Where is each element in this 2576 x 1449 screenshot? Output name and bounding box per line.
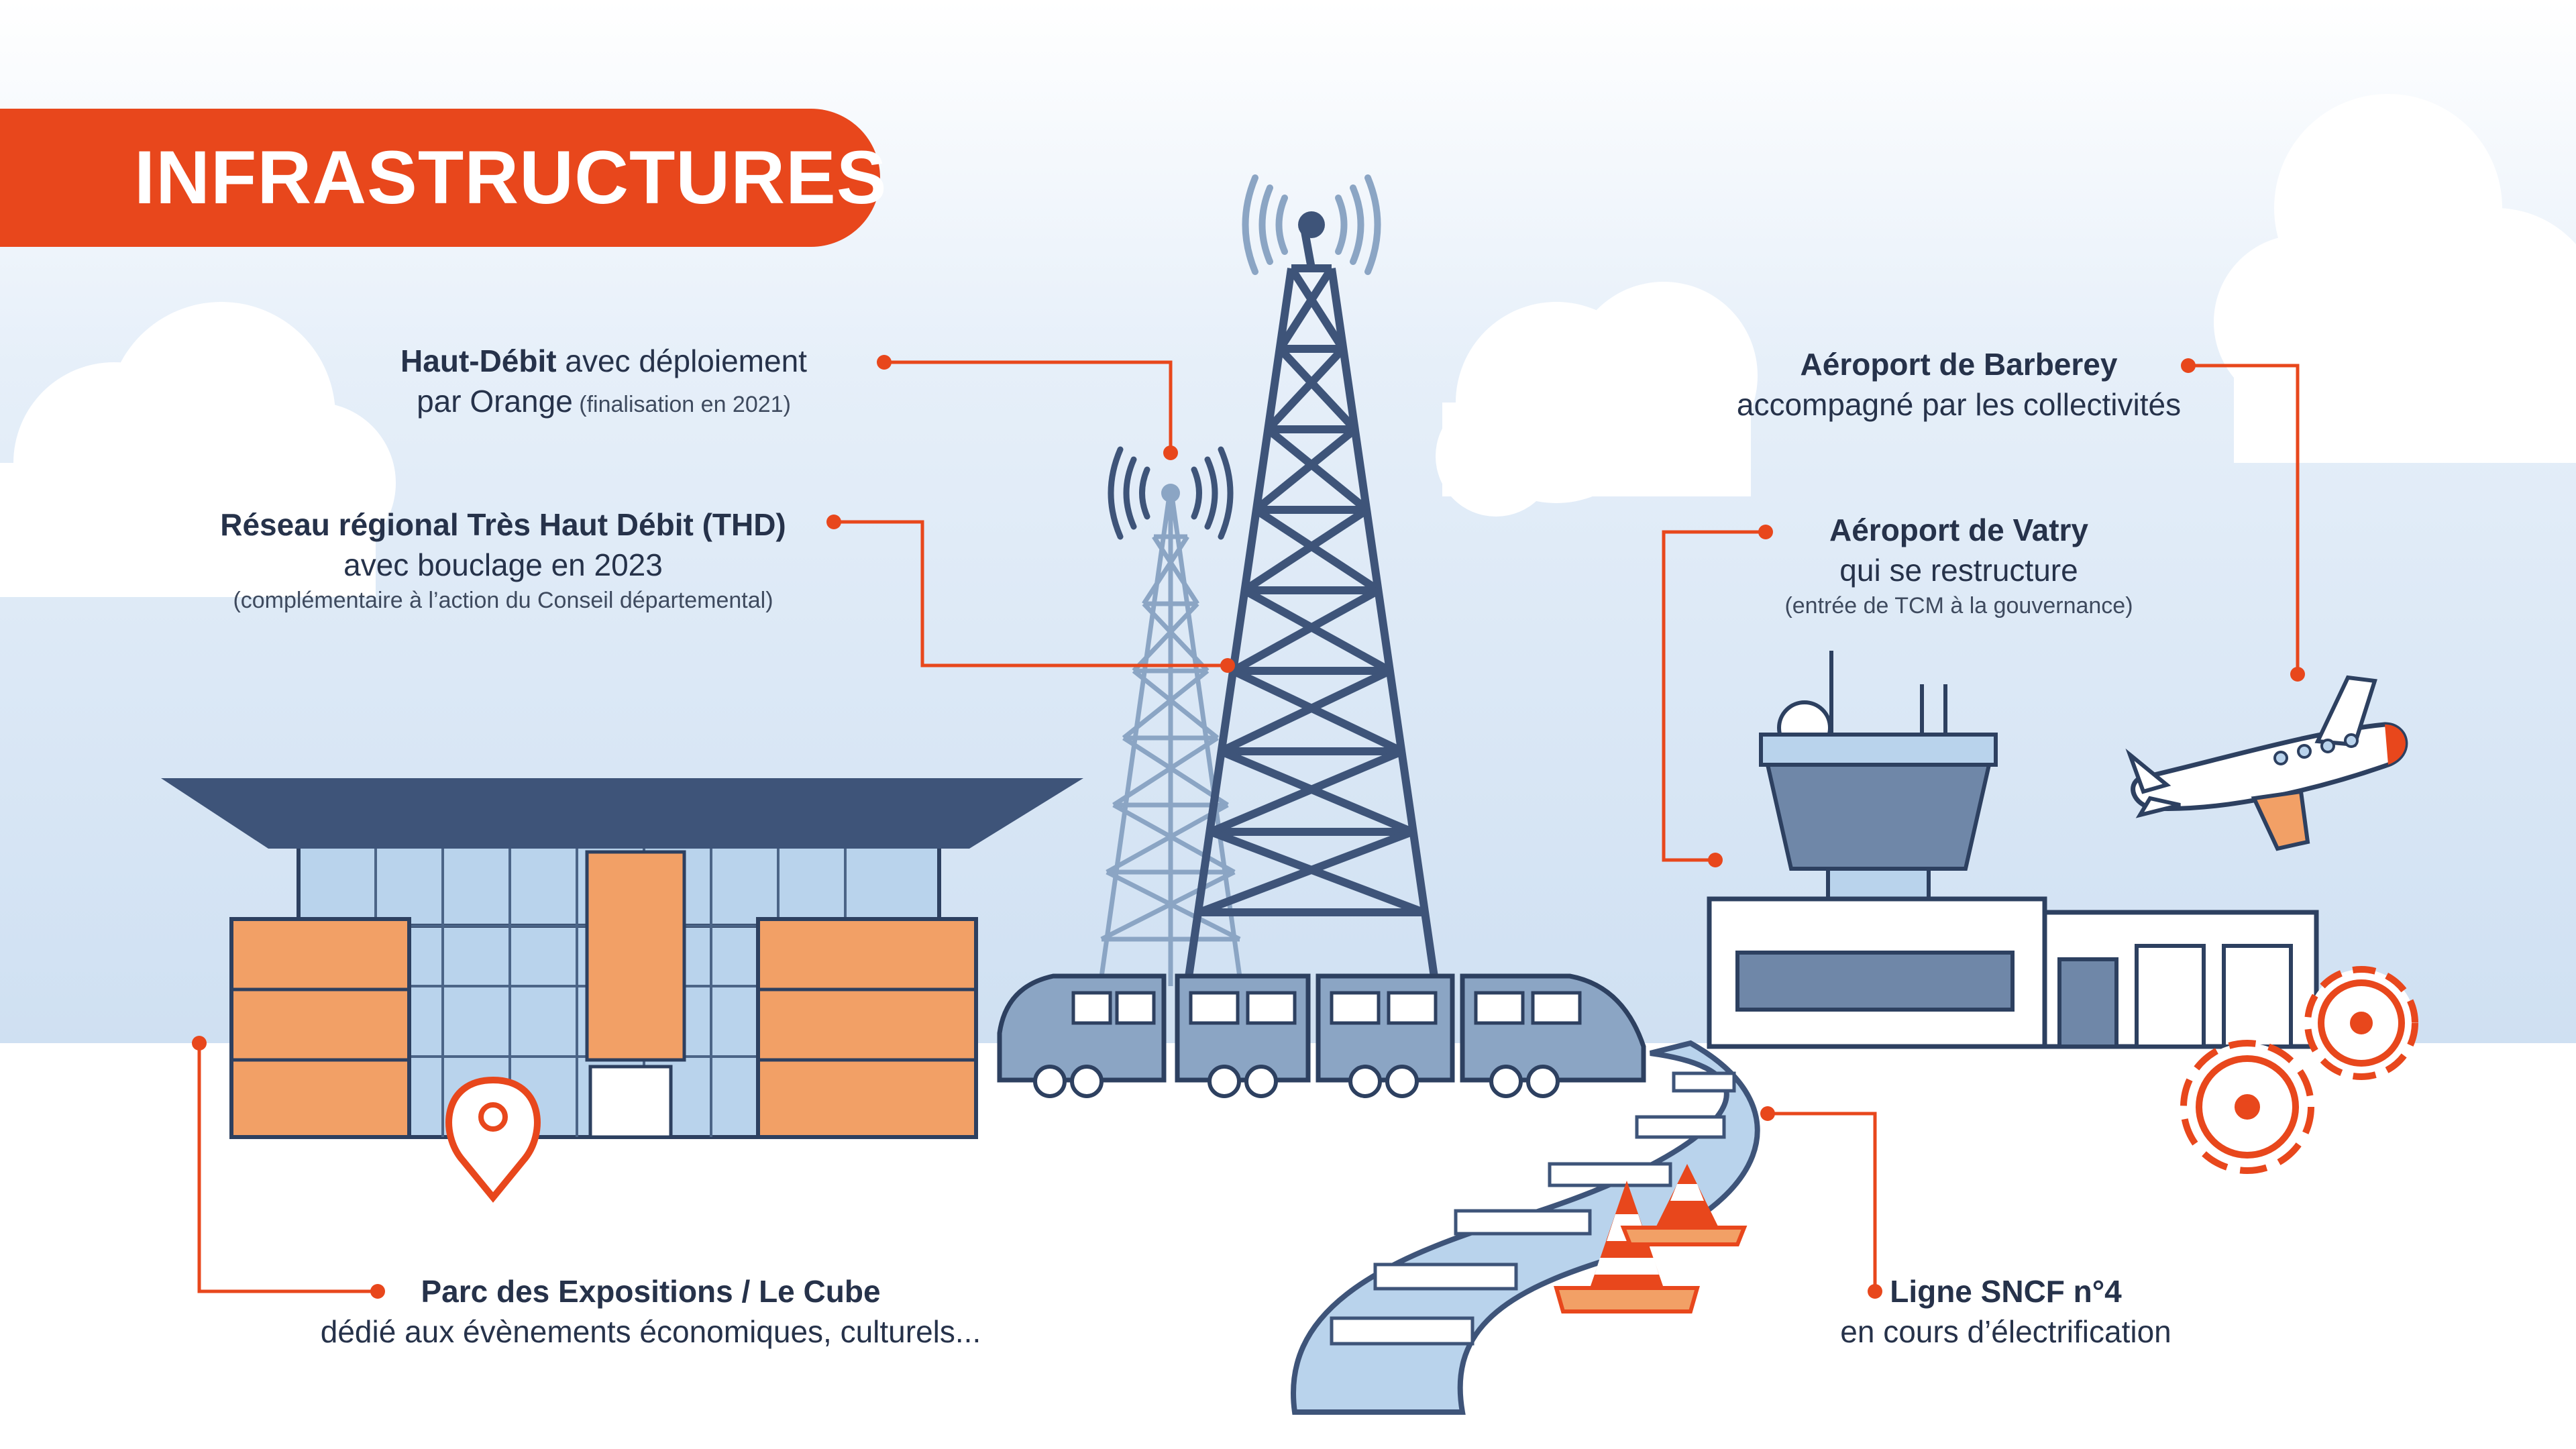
signal-waves-icon (1108, 446, 1234, 540)
antenna-tip (1161, 484, 1180, 502)
title-banner: INFRASTRUCTURES (0, 109, 887, 247)
connector-lines (197, 360, 2300, 1293)
traffic-cone-icon (1620, 1164, 1748, 1246)
signal-waves-icon (1242, 174, 1381, 275)
label-heading: Ligne SNCF n°4 (1890, 1274, 2122, 1309)
airplane-icon (2125, 675, 2408, 851)
label-text: accompagné par les collectivités (1736, 387, 2182, 422)
label-line: par Orange (finalisation en 2021) (362, 381, 845, 425)
antenna-tower-icon (1183, 230, 1440, 987)
label-heading: Parc des Expositions / Le Cube (421, 1274, 881, 1309)
antenna-tower-icon (1097, 486, 1244, 987)
label-text: qui se restructure (1839, 553, 2078, 588)
label-line: Haut-Débit avec déploiement (362, 341, 845, 381)
gear-icon (2180, 1040, 2314, 1174)
railway-track-icon (1291, 1040, 1760, 1415)
page-title: INFRASTRUCTURES (134, 136, 888, 219)
label-note: (complémentaire à l’action du Conseil dé… (233, 588, 773, 613)
label-text: dédié aux évènements économiques, cultur… (320, 1314, 981, 1349)
train-icon (997, 973, 1646, 1098)
airport-terminal (1707, 896, 2319, 1049)
label-note: (entrée de TCM à la gouvernance) (1784, 593, 2133, 619)
label-text: avec déploiement (556, 343, 807, 378)
label-note: (finalisation en 2021) (572, 392, 791, 417)
gear-icon (2304, 966, 2418, 1080)
antenna-tip (1298, 211, 1325, 238)
cloud-icon (1436, 282, 1758, 517)
exhibition-building-icon (161, 778, 1083, 1139)
label-heading: Aéroport de Vatry (1829, 513, 2088, 547)
cloud-icon (0, 302, 396, 597)
label-text: par Orange (417, 384, 573, 419)
connector-dots (192, 355, 2305, 1299)
label-vatry: Aéroport de Vatry qui se restructure (en… (1717, 510, 2200, 621)
label-parc: Parc des Expositions / Le Cube dédié aux… (275, 1271, 1026, 1352)
label-thd: Réseau régional Très Haut Débit (THD) av… (195, 504, 812, 616)
label-text: avec bouclage en 2023 (343, 547, 663, 582)
label-heading: Aéroport de Barberey (1800, 347, 2118, 382)
label-sncf: Ligne SNCF n°4 en cours d’électrificatio… (1798, 1271, 2214, 1352)
label-heading: Haut-Débit (400, 343, 557, 378)
label-barberey: Aéroport de Barberey accompagné par les … (1690, 344, 2227, 425)
location-pin-icon (445, 1076, 541, 1203)
label-text: en cours d’électrification (1840, 1314, 2171, 1349)
label-haut-debit: Haut-Débit avec déploiement par Orange (… (362, 341, 845, 425)
control-tower-icon (1759, 651, 1998, 901)
label-heading: Réseau régional Très Haut Débit (THD) (220, 507, 786, 542)
